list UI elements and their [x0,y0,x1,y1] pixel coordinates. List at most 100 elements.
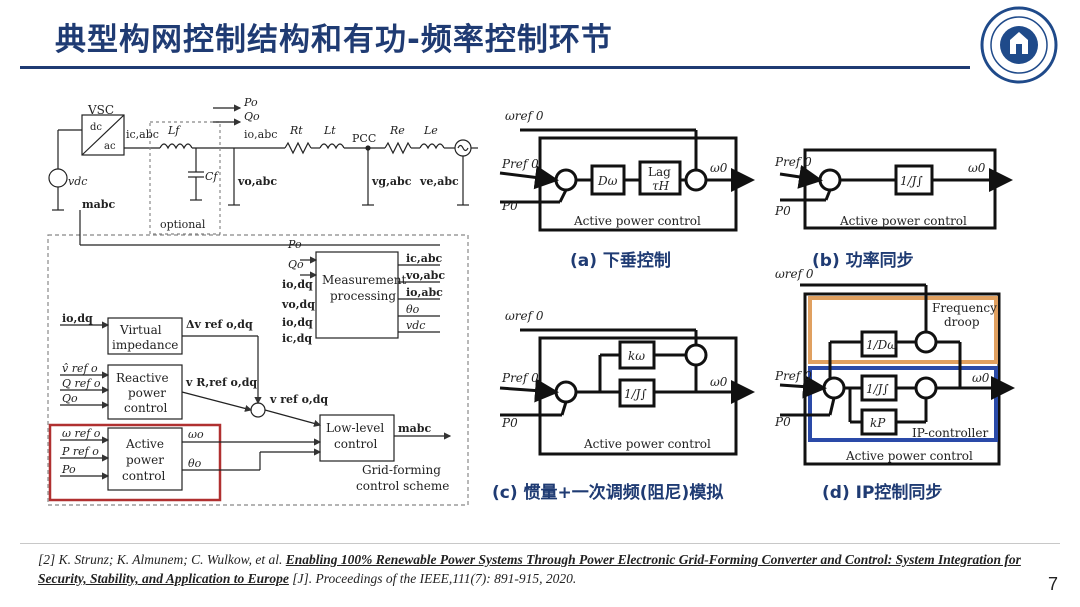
active-power-highlight [48,423,222,502]
scheme-line2: control scheme [356,479,449,493]
meas-in-ic: ic,abc [406,252,443,265]
reactive-in-qo: Qo [62,392,78,405]
panel-c-wout: ω0 [710,375,728,389]
panel-c-footer: Active power control [583,437,711,451]
meas-out-io2: io,dq [282,316,313,329]
meas-out-po: Po [287,238,302,251]
panel-d-wout: ω0 [972,371,990,385]
panel-c-int: 1/J∫ [624,387,647,401]
panel-b-pref: Pref 0 [774,155,812,169]
panel-a-caption: (a) 下垂控制 [570,250,671,271]
panel-c-p: P0 [501,416,518,430]
ip-controller-box [808,366,998,442]
dc-label: dc [90,122,102,133]
vsc-box [81,114,125,156]
panel-d-caption: (d) IP控制同步 [822,482,942,503]
panel-a-wout: ω0 [710,161,728,175]
pcc-label: PCC [352,132,376,145]
active-out-theta: θo [188,457,202,470]
panel-d-footer: Active power control [845,449,973,463]
meas-in-theta: θo [406,303,420,316]
panel-c-caption: (c) 惯量+一次调频(阻尼)模拟 [492,482,723,503]
lt-label: Lt [323,124,336,137]
panel-d-d: 1/Dω [866,338,897,352]
title-rule [20,66,970,69]
panel-d-freq2: droop [944,315,980,329]
optional-box [149,121,221,235]
panel-d-freq1: Frequency [932,301,997,315]
reference-suffix: [J]. Proceedings of the IEEE,111(7): 891… [288,571,577,586]
active-line2: power [126,453,164,467]
lowlevel-out: mabc [398,422,431,435]
reactive-out: v R,ref o,dq [185,376,257,389]
ac-label: ac [104,141,116,152]
panel-d-pref: Pref 0 [774,369,812,383]
cf-label: Cf [205,170,219,183]
reference-citation: [2] K. Strunz; K. Almunem; C. Wulkow, et… [38,550,1038,588]
meas-in-vdc: vdc [406,319,425,332]
optional-label: optional [160,218,206,231]
panel-b-int: 1/J∫ [900,174,923,188]
ic-abc-label: ic,abc [126,128,159,141]
panel-c [499,328,755,456]
low-level-block [319,414,395,462]
frequency-droop-box [808,296,998,364]
active-in-w: ω ref o [62,427,101,440]
virtual-in: io,dq [62,312,93,325]
resistor-rt [284,141,312,155]
meas-out-qo: Qo [288,258,304,271]
vdc-label: vdc [68,175,87,188]
meas-out-ic: ic,dq [282,332,312,345]
page-title: 典型构网控制结构和有功-频率控制环节 [55,22,613,58]
resistor-re [384,141,412,155]
inductor-lf [159,143,193,150]
reactive-line1: Reactive [116,371,169,385]
panel-c-pref: Pref 0 [501,371,539,385]
active-line3: control [122,469,165,483]
lowlevel-line1: Low-level [326,421,384,435]
panel-d-kp: kP [870,416,886,430]
reactive-in-v: v̂ ref o [62,362,98,375]
panel-b-p: P0 [774,204,791,218]
active-line1: Active [125,437,164,451]
panel-a [499,128,755,232]
university-logo [980,6,1058,84]
panel-d-ip: IP-controller [912,426,988,440]
vsc-label: VSC [87,103,114,117]
reactive-line2: power [128,386,166,400]
active-out-w: ωo [188,428,204,441]
panel-a-lag: Lag [648,165,671,179]
footer-rule [20,543,1060,544]
panel-d-p: P0 [774,415,791,429]
panel-a-footer: Active power control [573,214,701,228]
mabc-label: mabc [82,198,115,211]
rt-label: Rt [289,124,303,137]
panel-c-k: kω [628,349,645,363]
virtual-line1: Virtual [119,323,162,337]
io-abc-label: io,abc [244,128,277,141]
vg-abc-label: vg,abc [371,175,412,188]
meas-out-io1: io,dq [282,278,313,291]
panel-c-wref: ωref 0 [505,309,544,323]
measurement-block [315,251,399,339]
ve-abc-label: ve,abc [419,175,459,188]
sum-out: v ref o,dq [269,393,328,406]
control-scheme-box [47,234,469,506]
virtual-line2: impedance [112,338,178,352]
re-label: Re [389,124,405,137]
panel-b [779,148,1013,230]
reactive-line3: control [124,401,167,415]
meas-out-vo: vo,dq [281,298,315,311]
panel-b-footer: Active power control [839,214,967,228]
measurement-line2: processing [330,289,396,303]
reference-title[interactable]: Enabling 100% Renewable Power Systems Th… [38,552,1021,586]
active-power-block [107,427,183,491]
lf-label: Lf [167,124,181,137]
panel-d [779,283,1015,466]
panel-a-wref: ωref 0 [505,109,544,123]
panel-d-int: 1/J∫ [866,382,889,396]
vo-abc-label: vo,abc [237,175,277,188]
active-in-p: P ref o [61,445,99,458]
measurement-line1: Measurement [322,273,406,287]
panel-a-d: Dω [597,174,618,188]
